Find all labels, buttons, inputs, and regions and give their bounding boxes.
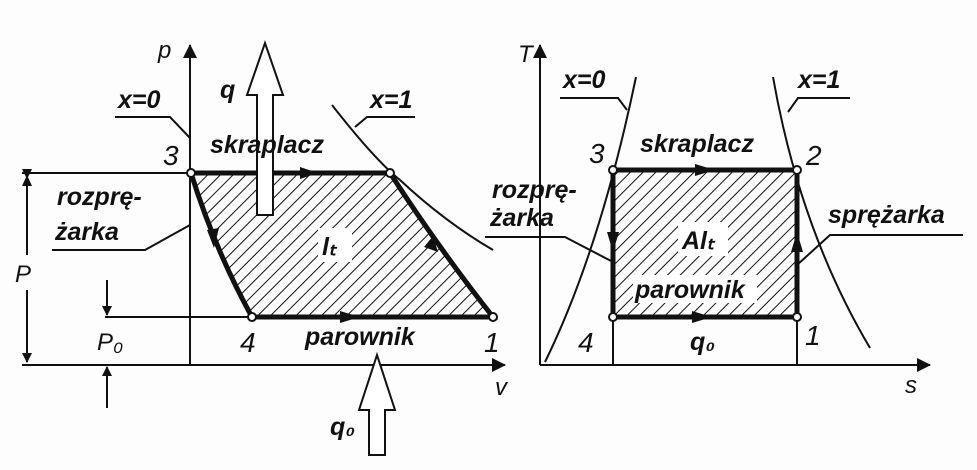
flow-arrow-icon [607,232,619,252]
x1-leader [787,97,850,113]
x0-leader [560,97,628,111]
expander-label-line1: rozprę- [492,176,577,204]
flow-arrow-icon [207,228,219,248]
flow-arrow-icon [695,164,715,176]
state-point-4 [608,312,618,322]
point-1-label: 1 [805,320,821,351]
point-4-label: 4 [578,327,594,358]
saturated-vapor-curve [772,76,871,349]
heat-in-label: q₀ [330,413,355,441]
v-axis-label: v [495,374,509,401]
point-3-label: 3 [163,140,179,171]
work-label-bg [318,228,352,262]
pressure-label: P [15,261,31,288]
work-label-bg [678,222,728,256]
evaporator-label: parownik [634,276,746,304]
evaporator-label: parownik [304,323,416,351]
flow-arrow-icon [791,232,803,252]
state-point-3 [186,168,196,178]
t-axis-label: T [518,41,535,68]
point-4-label: 4 [240,327,256,358]
x0-label: x=0 [116,86,161,114]
state-point-2 [385,168,395,178]
work-label: Alₜ [681,227,716,255]
arrow-up-icon [22,175,32,186]
state-point-1 [488,312,498,322]
point-3-label: 3 [589,138,605,169]
condenser-label: skraplacz [640,130,754,158]
state-point-1 [792,312,802,322]
saturated-liquid-curve [544,76,637,363]
flow-arrow-icon [300,167,318,179]
expander-leader [485,236,614,263]
saturated-vapor-curve [331,104,494,251]
pressure0-label: P₀ [97,329,123,356]
condenser-label: skraplacz [210,131,324,159]
ts-diagram: T s 3 2 4 1 x=0 x=1 skraplacz rozprę- ża… [485,41,963,399]
pv-diagram: p v P P₀ q q₀ 3 4 [15,37,509,456]
expander-label-line2: żarka [489,204,554,232]
point-2-label: 2 [805,140,822,171]
heat-in-label: q₀ [690,328,715,356]
evaporator-label-bg [633,275,757,303]
p-axis-label: p [157,37,171,64]
flow-arrow-icon [692,311,712,323]
heat-out-arrow-icon [245,39,285,216]
point-1-label: 1 [484,327,500,358]
compressor-label: sprężarka [828,201,945,229]
x0-leader [115,116,191,139]
x1-label: x=1 [368,86,412,114]
s-axis-label: s [905,372,917,399]
flow-arrow-icon [340,311,360,323]
expander-label-line2: żarka [54,218,119,246]
state-point-2 [792,165,802,175]
compressor-leader [796,234,963,266]
x0-label: x=0 [561,66,606,94]
heat-out-label: q [220,76,235,104]
x1-leader [354,116,415,128]
heat-in-arrow-icon [357,351,397,456]
x1-label: x=1 [796,66,840,94]
state-point-4 [247,312,257,322]
expander-label-line1: rozprę- [57,183,142,211]
expander-leader [52,224,191,251]
work-label: lₜ [322,233,338,261]
state-point-3 [608,165,618,175]
flow-arrow-icon [424,236,438,252]
